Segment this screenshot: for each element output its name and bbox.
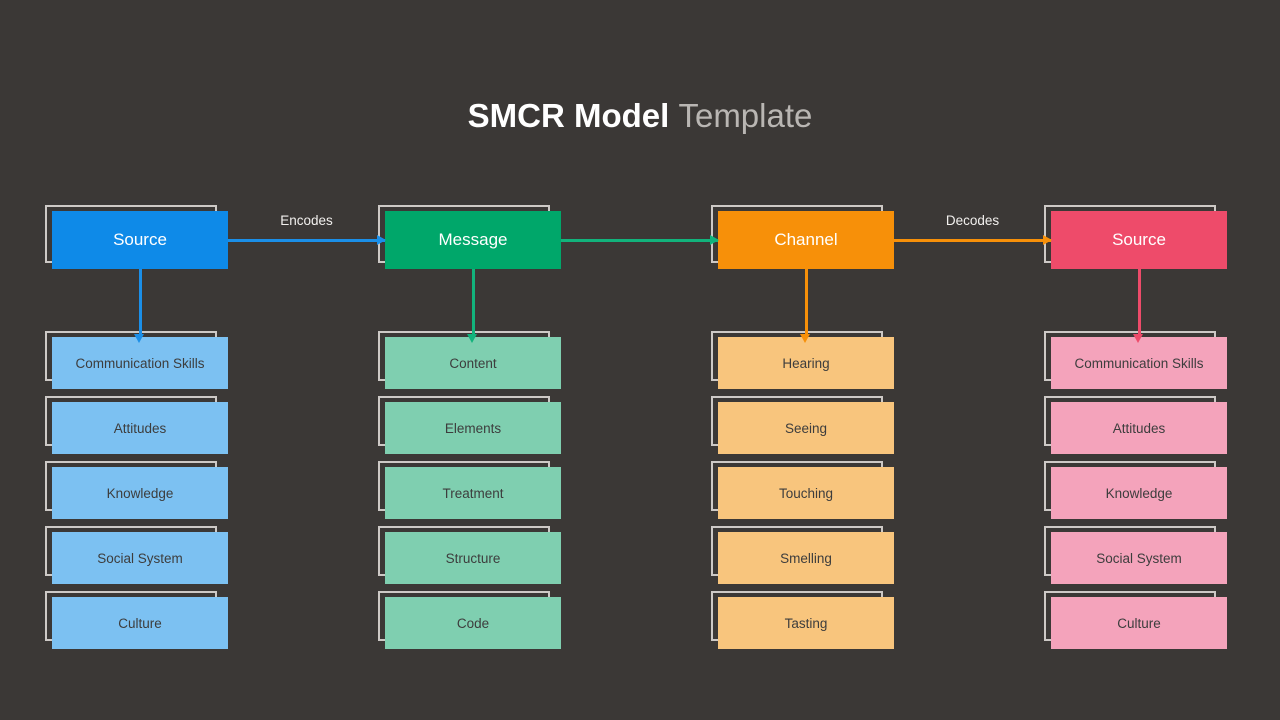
item-card-message-1-label: Elements: [385, 402, 561, 454]
item-card-source_receiver-3-label: Social System: [1051, 532, 1227, 584]
item-card-source_sender-2-label: Knowledge: [52, 467, 228, 519]
connector-vertical-source_receiver: [1133, 269, 1143, 343]
page-title: SMCR Model Template: [0, 95, 1280, 137]
connector-vertical-source_sender: [134, 269, 144, 343]
item-card-source_sender-3-label: Social System: [52, 532, 228, 584]
item-card-source_receiver-1-label: Attitudes: [1051, 402, 1227, 454]
header-card-source_receiver-label: Source: [1051, 211, 1227, 269]
header-card-channel-label: Channel: [718, 211, 894, 269]
arrowhead-right-icon: [1043, 234, 1052, 245]
item-card-message-4-label: Code: [385, 597, 561, 649]
connector-vertical-channel: [800, 269, 810, 343]
arrowhead-right-icon: [710, 234, 719, 245]
item-card-source_receiver-0-label: Communication Skills: [1051, 337, 1227, 389]
header-card-source_sender-label: Source: [52, 211, 228, 269]
connector-label-encodes: Encodes: [280, 212, 333, 228]
arrowhead-right-icon: [377, 234, 386, 245]
header-card-message-label: Message: [385, 211, 561, 269]
arrowhead-down-icon: [1133, 334, 1143, 343]
arrowhead-down-icon: [467, 334, 477, 343]
item-card-message-0-label: Content: [385, 337, 561, 389]
item-card-channel-3-label: Smelling: [718, 532, 894, 584]
title-bold-part: SMCR Model: [467, 97, 670, 134]
connector-horizontal-decodes: [894, 234, 1052, 245]
connector-horizontal-encodes: [228, 234, 386, 245]
arrowhead-down-icon: [800, 334, 810, 343]
item-card-message-2-label: Treatment: [385, 467, 561, 519]
item-card-channel-0-label: Hearing: [718, 337, 894, 389]
item-card-source_sender-0-label: Communication Skills: [52, 337, 228, 389]
connector-horizontal-message_to_channel: [561, 234, 719, 245]
item-card-message-3-label: Structure: [385, 532, 561, 584]
connector-vertical-message: [467, 269, 477, 343]
title-light-part: Template: [678, 97, 813, 134]
item-card-channel-2-label: Touching: [718, 467, 894, 519]
item-card-channel-1-label: Seeing: [718, 402, 894, 454]
item-card-channel-4-label: Tasting: [718, 597, 894, 649]
item-card-source_sender-4-label: Culture: [52, 597, 228, 649]
connector-label-decodes: Decodes: [945, 212, 1000, 228]
arrowhead-down-icon: [134, 334, 144, 343]
item-card-source_sender-1-label: Attitudes: [52, 402, 228, 454]
item-card-source_receiver-2-label: Knowledge: [1051, 467, 1227, 519]
item-card-source_receiver-4-label: Culture: [1051, 597, 1227, 649]
